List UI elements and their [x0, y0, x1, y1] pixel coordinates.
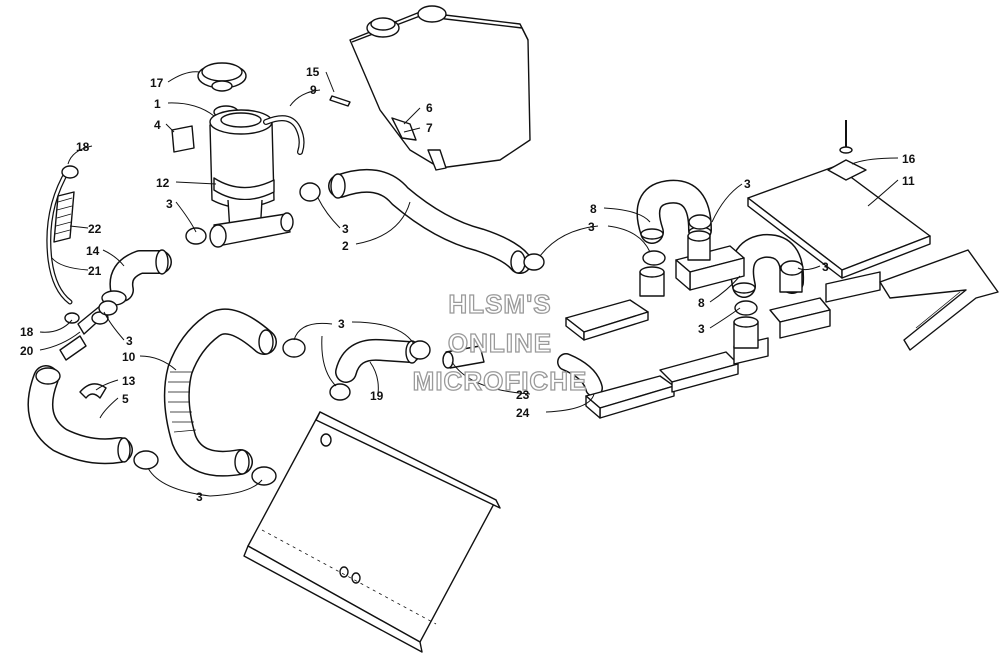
watermark-line-3: MICROFICHE	[413, 366, 588, 396]
callout-8-a: 8	[590, 202, 597, 216]
callout-3-i: 3	[822, 260, 829, 274]
hose-14	[101, 249, 172, 306]
callout-14: 14	[86, 244, 100, 258]
callout-4: 4	[154, 118, 161, 132]
watermark-line-2: ONLINE	[448, 328, 552, 358]
hose-clamps	[98, 182, 804, 486]
callout-3-g: 3	[744, 177, 751, 191]
mounting-bracket	[747, 165, 999, 351]
coolant-reservoir	[349, 5, 531, 171]
leader-lines	[39, 71, 899, 497]
callout-5: 5	[122, 392, 129, 406]
callout-18-a: 18	[76, 140, 90, 154]
hose-5	[27, 365, 133, 465]
hose-23	[442, 345, 485, 369]
callout-3-d: 3	[338, 317, 345, 331]
screw	[329, 95, 351, 107]
callout-17: 17	[150, 76, 164, 90]
callout-3-f: 3	[588, 220, 595, 234]
callout-1: 1	[154, 97, 161, 111]
callout-9: 9	[310, 83, 317, 97]
callout-2: 2	[342, 239, 349, 253]
watermark: HLSM'S ONLINE MICROFICHE	[412, 288, 588, 396]
callout-11: 11	[902, 174, 915, 188]
hose-10	[163, 308, 277, 477]
callout-3-b: 3	[342, 222, 349, 236]
callout-7: 7	[426, 121, 433, 135]
callout-3-e: 3	[196, 490, 203, 504]
surge-tank	[209, 109, 294, 248]
hose-19	[335, 338, 421, 383]
callout-19: 19	[370, 389, 384, 403]
callout-20: 20	[20, 344, 34, 358]
callout-10: 10	[122, 350, 136, 364]
callout-3-c: 3	[126, 334, 133, 348]
callout-15: 15	[306, 65, 320, 79]
bleed-hose-assembly	[46, 165, 80, 324]
callout-12: 12	[156, 176, 170, 190]
callout-24: 24	[516, 406, 530, 420]
bleed-fitting	[59, 305, 109, 361]
decal	[171, 125, 195, 153]
callout-labels: 17 1 4 12 3 14 21 22 18 15 9 6 7 3 2 18 …	[20, 65, 916, 504]
callout-21: 21	[88, 264, 102, 278]
callout-3-h: 3	[698, 322, 705, 336]
watermark-line-1: HLSM'S	[448, 289, 551, 319]
callout-3-a: 3	[166, 197, 173, 211]
callout-13: 13	[122, 374, 136, 388]
heat-exchanger-mid	[769, 271, 881, 339]
hose-2	[328, 168, 532, 274]
heat-exchanger-upper-left	[565, 299, 649, 341]
heat-exchanger-lower-left	[585, 375, 675, 419]
push-pin	[827, 120, 867, 181]
callout-16: 16	[902, 152, 916, 166]
callout-8-b: 8	[698, 296, 705, 310]
callout-23: 23	[516, 388, 530, 402]
callout-6: 6	[426, 101, 433, 115]
callout-22: 22	[88, 222, 102, 236]
hose-24	[557, 353, 603, 397]
heat-shield-plate	[243, 411, 501, 653]
callout-18-b: 18	[20, 325, 34, 339]
